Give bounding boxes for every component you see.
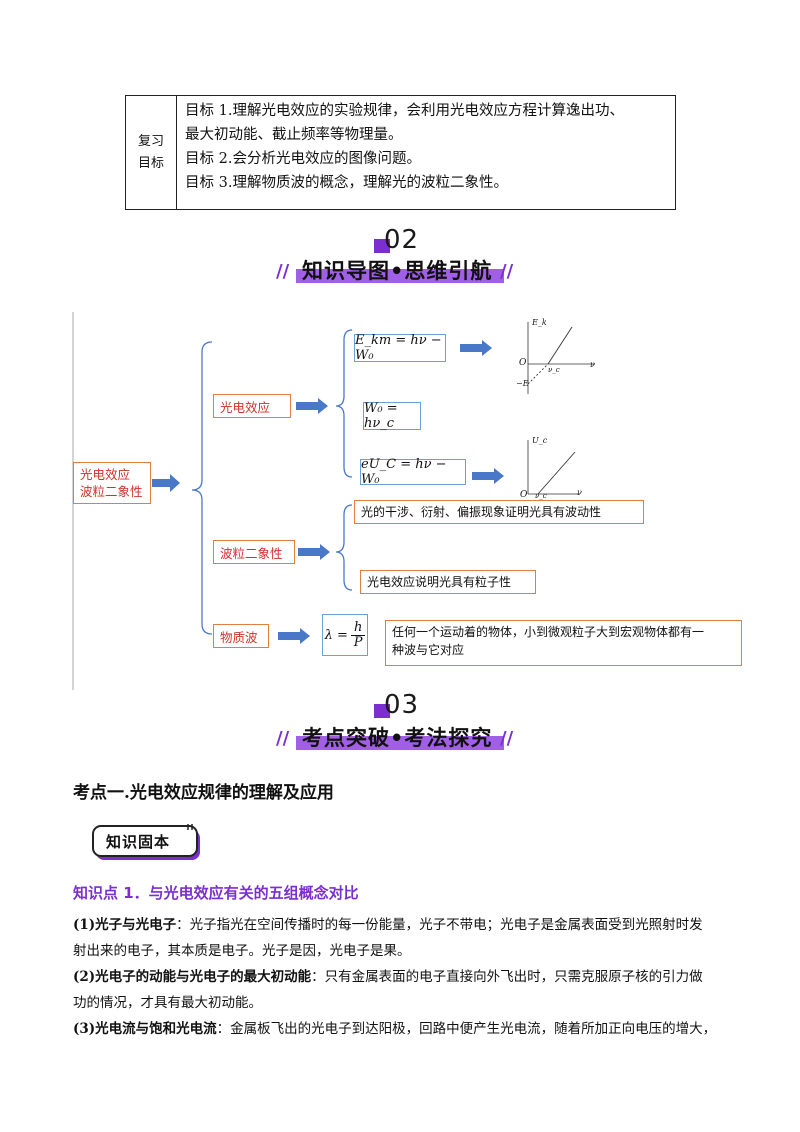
branch1-arrow [296,398,328,414]
formula4-lhs: λ = [324,627,348,643]
kaodian-title: 考点一.光电效应规律的理解及应用 [73,783,334,803]
graph1-ylabel: E_k [532,318,547,327]
formula-euc: eU_C = hν − W₀ [360,457,466,487]
graph2-origin: O [520,490,528,500]
root-line2: 波粒二象性 [80,484,143,499]
p2-cont: 功的情况，才具有最大初动能。 [73,995,262,1011]
goal2: 目标 2.会分析光电效应的图像问题。 [185,151,421,167]
graph2-nu: ν_c [535,492,547,500]
review-goals-table: 复习 目标 目标 1.理解光电效应的实验规律，会利用光电效应方程计算逸出功、 最… [125,95,676,210]
section-03-header: 03 // 考点突破•考法探究 // [0,690,800,750]
formula-ekm: E_km = hν − W₀ [354,333,446,363]
paragraph-1: (1)光子与光电子：光子指光在空间传播时的每一份能量，光子不带电；光电子是金属表… [73,912,743,964]
paragraph-2: (2)光电子的动能与光电子的最大初动能：只有金属表面的电子直接向外飞出时，只需克… [73,964,743,1016]
graph1-x: ν [590,360,595,369]
p1-bold: (1)光子与光电子 [73,917,177,933]
branch3-arrow [278,628,310,644]
ek-graph [527,322,595,394]
goal3: 目标 3.理解物质波的概念，理解光的波粒二象性。 [185,175,508,191]
label-line2: 目标 [137,155,164,171]
section-02-header: 02 // 知识导图•思维引航 // [0,225,800,285]
branch2-arrow [298,544,330,560]
formula-w0: W₀ = hν_c [363,401,421,431]
formula-lambda: λ = h P [322,614,368,656]
number-marker [374,239,390,253]
uc-graph [527,440,580,495]
wave-property-text: 光的干涉、衍射、偏振现象证明光具有波动性 [354,500,644,524]
paragraph-3: (3)光电流与饱和光电流：金属板飞出的光电子到达阳极，回路中便产生光电流，随着所… [73,1016,743,1042]
formula3-arrow [472,468,504,484]
graph2-x: ν [577,488,582,497]
badge-frame [92,824,200,860]
goal1-line2: 最大初动能、截止频率等物理量。 [185,127,403,143]
p2-bold: (2)光电子的动能与光电子的最大初动能 [73,969,312,985]
graph1-neg: −E [516,379,529,388]
p1-cont: 射出来的电子，其本质是电子。光子是因，光电子是果。 [73,943,411,959]
knowledge-point-title: 知识点 1．与光电效应有关的五组概念对比 [73,884,359,902]
p1-text: ：光子指光在空间传播时的每一份能量，光子不带电；光电子是金属表面受到光照射时发 [176,917,703,933]
section-title: 考点突破•考法探究 [302,726,493,750]
root-node: 光电效应 波粒二象性 [73,462,151,504]
graph2-ylabel: U_c [532,436,548,445]
slash-decoration-left: // [276,261,290,282]
section-number: 03 [384,690,420,720]
section-title: 知识导图•思维引航 [302,259,493,283]
branch-matter-wave: 物质波 [213,624,269,648]
formula4-den: P [353,634,363,650]
matter-line1: 任何一个运动着的物体，小到微观粒子大到宏观物体都有一 [392,625,705,639]
section-number: 02 [384,225,420,255]
knowledge-badge: 知识固本 [92,824,206,864]
particle-property-text: 光电效应说明光具有粒子性 [360,570,536,594]
branch-photoelectric: 光电效应 [213,394,291,418]
matter-line2: 种波与它对应 [392,643,465,657]
badge-label: 知识固本 [106,833,171,851]
slash-decoration-left: // [276,728,290,749]
label-line1: 复习 [137,133,164,149]
graph1-nu: ν_c [548,366,560,374]
goal1-line1: 目标 1.理解光电效应的实验规律，会利用光电效应方程计算逸出功、 [185,103,624,119]
root-arrow [152,474,180,492]
p3-bold: (3)光电流与饱和光电流 [73,1021,217,1037]
branch-wave-particle: 波粒二象性 [213,540,295,564]
review-goals-label: 复习 目标 [126,96,177,209]
mindmap-connectors [72,312,595,690]
formula1-arrow [460,340,492,356]
review-goals-body: 目标 1.理解光电效应的实验规律，会利用光电效应方程计算逸出功、 最大初动能、截… [177,96,675,209]
slash-decoration-right: // [500,261,514,282]
title-highlight [296,269,504,283]
root-line1: 光电效应 [80,467,131,482]
p3-text: ：金属板飞出的光电子到达阳极，回路中便产生光电流，随着所加正向电压的增大， [216,1021,717,1037]
formula4-num: h [350,620,366,636]
number-marker [374,704,390,718]
graph1-origin: O [519,358,527,368]
slash-decoration-right: // [500,728,514,749]
title-highlight [296,736,504,750]
mindmap: 光电效应 波粒二象性 光电效应 E_km = hν − W₀ W₀ = hν_c… [70,312,760,690]
p2-text: ：只有金属表面的电子直接向外飞出时，只需克服原子核的引力做 [311,969,703,985]
matter-wave-text: 任何一个运动着的物体，小到微观粒子大到宏观物体都有一 种波与它对应 [385,620,742,666]
